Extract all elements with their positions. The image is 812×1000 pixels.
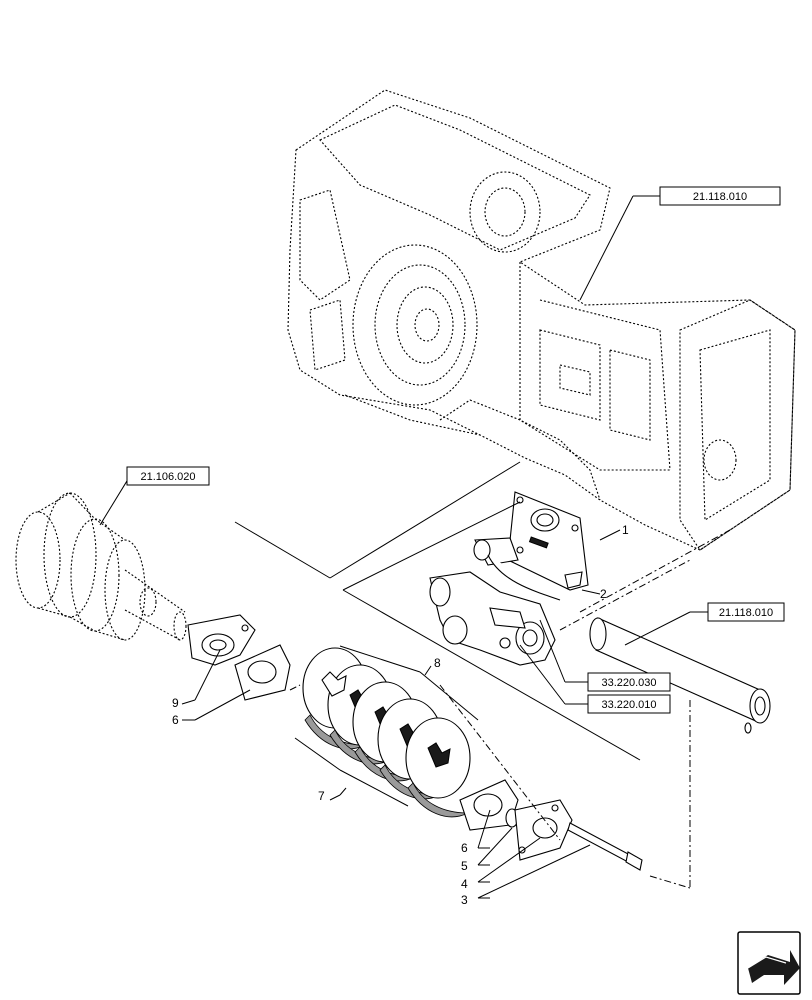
callout-7: 7 — [318, 789, 325, 803]
callout-5: 5 — [461, 859, 468, 873]
leader-lines — [99, 195, 731, 899]
callout-6-right: 6 — [461, 841, 468, 855]
ref-box-valve-b[interactable]: 33.220.010 — [587, 694, 671, 714]
friction-disc-stack — [302, 647, 471, 818]
ref-box-housing[interactable]: 21.118.010 — [659, 186, 781, 206]
transmission-housing — [287, 89, 796, 551]
control-valve-assembly — [429, 491, 589, 666]
clutch-housing — [187, 614, 256, 666]
separator-plate-left — [234, 644, 291, 701]
callouts: 1 2 3 4 5 6 6 7 8 9 — [172, 523, 629, 907]
callout-3: 3 — [461, 893, 468, 907]
ref-box-shaft[interactable]: 21.118.010 — [707, 602, 785, 622]
piston-body — [514, 799, 573, 861]
callout-8: 8 — [434, 656, 441, 670]
ref-label-valve-a: 33.220.030 — [601, 677, 656, 689]
callout-6-left: 6 — [172, 713, 179, 727]
ref-box-gear-cluster[interactable]: 21.106.020 — [126, 466, 210, 486]
pto-shaft — [589, 617, 771, 734]
callout-1: 1 — [622, 523, 629, 537]
ref-label-housing: 21.118.010 — [693, 191, 747, 203]
callout-9: 9 — [172, 696, 179, 710]
ref-box-valve-a[interactable]: 33.220.030 — [587, 672, 671, 692]
callout-2: 2 — [600, 587, 607, 601]
ref-label-shaft: 21.118.010 — [719, 607, 773, 619]
next-page-arrow-icon[interactable] — [737, 931, 801, 995]
callout-4: 4 — [461, 877, 468, 891]
separator-plate-right — [459, 779, 519, 831]
gear-cluster — [15, 492, 187, 641]
guide-pin — [567, 822, 643, 871]
ref-label-valve-b: 33.220.010 — [601, 699, 656, 711]
ref-label-gear-cluster: 21.106.020 — [140, 471, 195, 483]
